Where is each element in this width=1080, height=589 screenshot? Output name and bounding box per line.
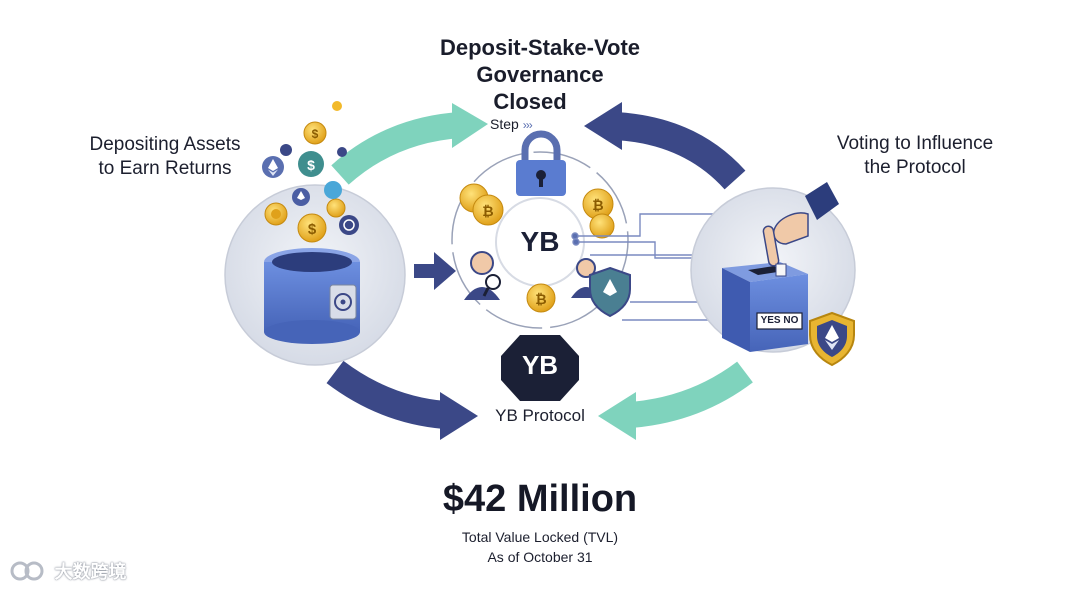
watermark: 大数跨境 bbox=[10, 558, 126, 584]
watermark-text: 大数跨境 bbox=[54, 562, 127, 582]
arrow-right-to-protocol bbox=[598, 361, 753, 440]
step-label: Step bbox=[490, 116, 519, 132]
svg-text:$: $ bbox=[307, 157, 315, 173]
vote-stage-label: Voting to Influence the Protocol bbox=[800, 132, 1030, 180]
lock-icon bbox=[516, 130, 566, 196]
ballot-box-icon bbox=[722, 262, 808, 352]
yb-protocol-badge bbox=[501, 335, 579, 401]
hand-icon bbox=[762, 182, 839, 277]
svg-text:$: $ bbox=[308, 221, 317, 238]
svg-text:₿: ₿ bbox=[535, 291, 546, 307]
tvl-amount: $42 Million bbox=[442, 478, 638, 520]
deposit-stage-label: Depositing Assets to Earn Returns bbox=[60, 133, 270, 181]
ethereum-shield-icon bbox=[809, 311, 855, 367]
deposit-label-line1: Depositing Assets bbox=[89, 134, 241, 155]
vote-label-line1: Voting to Influence bbox=[836, 133, 994, 154]
token-icons: $ bbox=[280, 144, 359, 235]
ethereum-icon bbox=[262, 156, 310, 206]
tvl-date: As of October 31 bbox=[487, 549, 593, 565]
svg-text:$: $ bbox=[312, 127, 319, 141]
coin-icon: ₿ ₿ ₿ bbox=[459, 183, 615, 313]
svg-text:₿: ₿ bbox=[482, 203, 493, 219]
safe-icon bbox=[264, 248, 360, 344]
user-icon bbox=[464, 251, 501, 300]
diagram-title-step: Step ››› bbox=[490, 116, 533, 132]
vote-label-line2: the Protocol bbox=[864, 157, 966, 178]
yb-center-logo: YB bbox=[520, 226, 560, 257]
protocol-label: YB Protocol bbox=[495, 406, 585, 425]
arrow-vote-to-stake bbox=[584, 102, 746, 190]
tvl-description: Total Value Locked (TVL) bbox=[461, 529, 619, 545]
arrow-deposit-to-stake bbox=[331, 103, 488, 185]
coin-icon: $ $ bbox=[264, 101, 346, 243]
step-arrow-icon: ››› bbox=[522, 118, 533, 132]
diagram-title-line3: Closed bbox=[493, 89, 567, 114]
svg-text:₿: ₿ bbox=[592, 197, 603, 213]
ballot-label: YES NO bbox=[760, 315, 799, 326]
diagram-title-line2: Governance bbox=[476, 62, 604, 87]
watermark-logo-icon bbox=[10, 561, 44, 581]
arrow-deposit-to-center bbox=[414, 252, 456, 290]
arrow-left-to-protocol bbox=[326, 360, 478, 440]
yb-badge-text: YB bbox=[521, 350, 559, 380]
deposit-label-line2: to Earn Returns bbox=[98, 158, 232, 179]
diagram-title-line1: Deposit-Stake-Vote bbox=[439, 35, 641, 60]
shield-icon bbox=[589, 266, 631, 318]
